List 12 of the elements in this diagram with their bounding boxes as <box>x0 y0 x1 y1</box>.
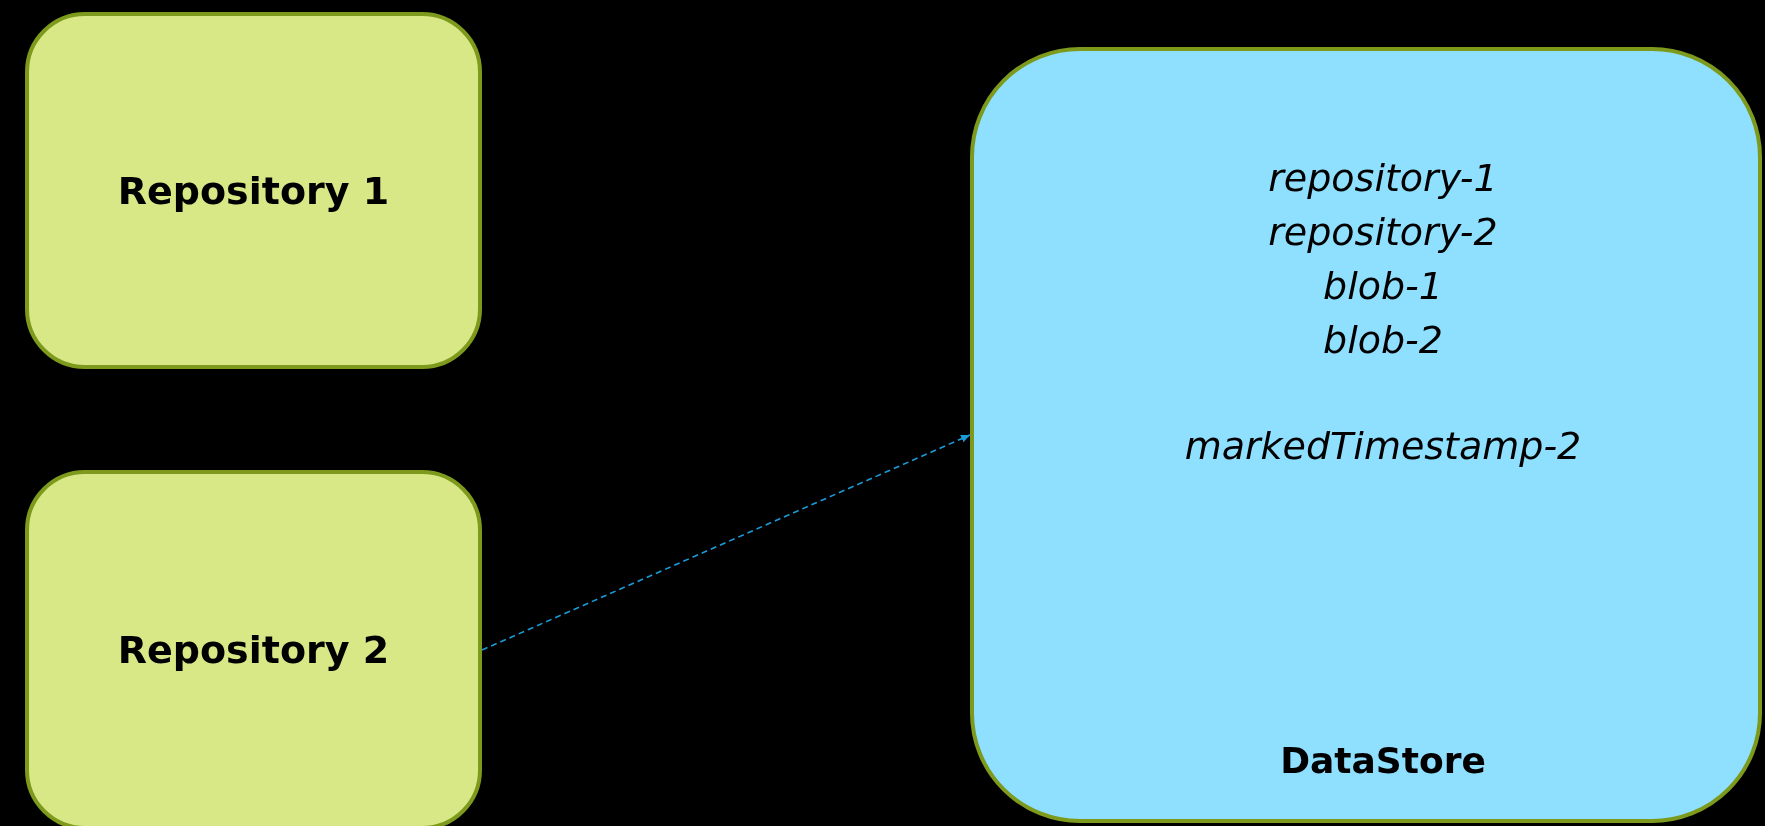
box-label: Repository 2 <box>117 628 390 672</box>
repository-box <box>25 470 482 826</box>
list-item: repository-1 <box>1268 155 1498 202</box>
list-item: blob-1 <box>1323 263 1443 310</box>
list-item: blob-2 <box>1323 317 1443 364</box>
box-label: Repository 1 <box>117 168 390 213</box>
datastore-box <box>970 47 1762 823</box>
list-item: repository-2 <box>1268 209 1498 256</box>
box-title: DataStore <box>1280 740 1486 781</box>
repository-box <box>25 12 482 369</box>
list-item: markedTimestamp-2 <box>1184 423 1582 470</box>
dashed-arrow <box>481 434 971 651</box>
